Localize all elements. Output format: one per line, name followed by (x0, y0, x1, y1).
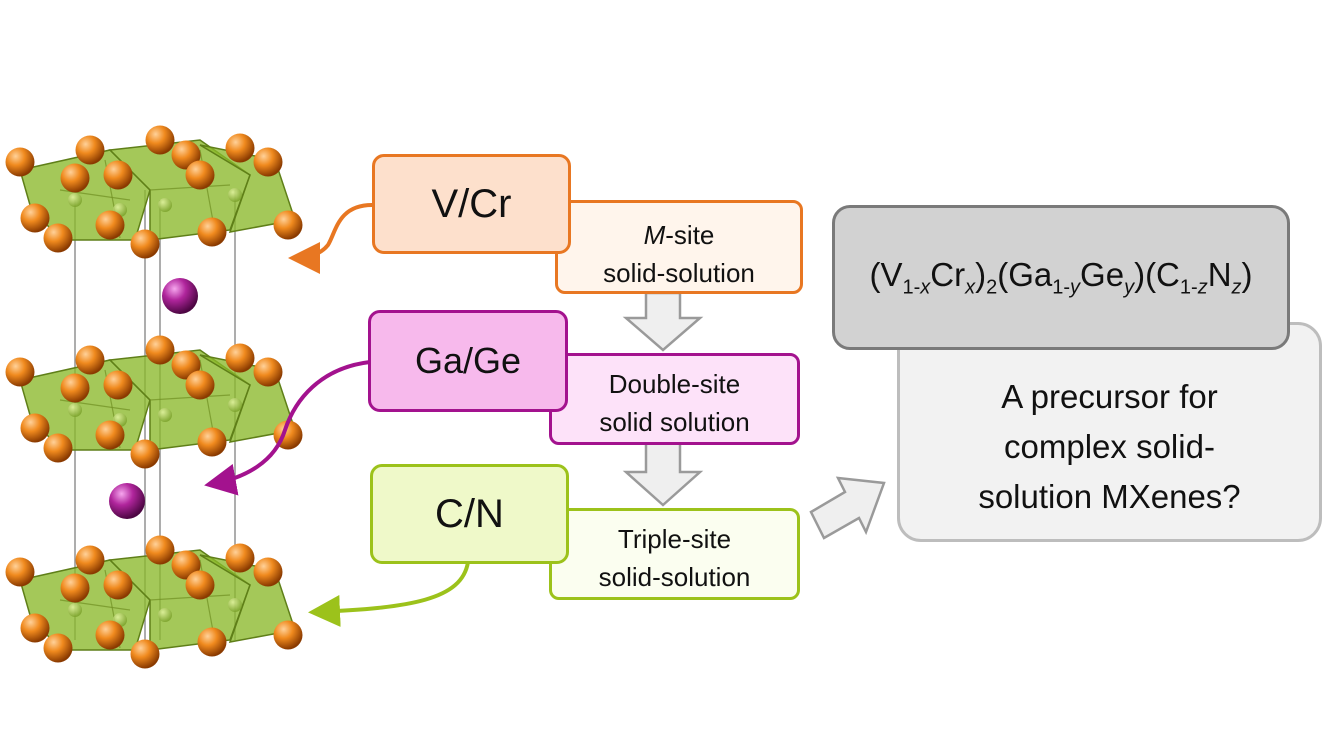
solution-box-m-site: M-site solid-solution (555, 200, 803, 294)
metal-atom (145, 125, 175, 155)
metal-atom (20, 413, 50, 443)
solution-line2-triple-site: solid-solution (598, 562, 751, 592)
metal-atom (103, 160, 133, 190)
element-box-cn: C/N (370, 464, 569, 564)
flow-arrow-down-2 (622, 441, 704, 507)
flow-arrow-right (809, 476, 886, 540)
metal-atom (5, 357, 35, 387)
metal-atom (145, 335, 175, 365)
metal-atom (5, 147, 35, 177)
metal-atom (145, 535, 175, 565)
solution-line2-double-site: solid solution (599, 407, 750, 437)
arrow-vcr-to-m-layer (288, 203, 373, 274)
a-site-atom-1 (162, 278, 198, 314)
question-line-1: A precursor for (1001, 378, 1218, 415)
metal-atom (20, 613, 50, 643)
carbon-atom (158, 408, 172, 422)
crystal-layer-2 (5, 335, 303, 469)
metal-atom (197, 427, 227, 457)
metal-atom (197, 217, 227, 247)
metal-atom (103, 570, 133, 600)
crystal-layer-3 (5, 535, 303, 669)
metal-atom (185, 160, 215, 190)
metal-atom (185, 570, 215, 600)
metal-atom (253, 357, 283, 387)
metal-atom (273, 620, 303, 650)
metal-atom (225, 133, 255, 163)
metal-atom (103, 370, 133, 400)
element-box-gage: Ga/Ge (368, 310, 568, 412)
arrow-cn-to-x-layer (308, 561, 470, 627)
solution-box-double-site: Double-site solid solution (549, 353, 800, 445)
metal-atom (95, 420, 125, 450)
metal-atom (60, 373, 90, 403)
metal-atom (253, 147, 283, 177)
metal-atom (75, 545, 105, 575)
question-line-3: solution MXenes? (978, 478, 1241, 515)
metal-atom (185, 370, 215, 400)
element-label-vcr: V/Cr (431, 181, 512, 226)
metal-atom (75, 345, 105, 375)
a-site-atom-2 (109, 483, 145, 519)
element-box-vcr: V/Cr (372, 154, 571, 254)
arrow-gage-to-a-layer (204, 360, 371, 496)
solution-line2-m-site: solid-solution (603, 258, 755, 288)
metal-atom (60, 573, 90, 603)
carbon-atom (68, 603, 82, 617)
question-line-2: complex solid- (1004, 428, 1215, 465)
question-box: A precursor for complex solid- solution … (897, 322, 1322, 542)
metal-atom (225, 343, 255, 373)
solution-box-triple-site: Triple-site solid-solution (549, 508, 800, 600)
metal-atom (130, 229, 160, 259)
element-label-cn: C/N (435, 491, 504, 536)
solution-line1-triple-site: Triple-site (617, 524, 732, 554)
carbon-atom (228, 398, 242, 412)
metal-atom (253, 557, 283, 587)
crystal-layer-1 (5, 125, 303, 259)
formula-box: (V1-xCrx)2(Ga1-yGey)(C1-zNz) (832, 205, 1290, 350)
metal-atom (95, 620, 125, 650)
metal-atom (5, 557, 35, 587)
metal-atom (197, 627, 227, 657)
element-label-gage: Ga/Ge (414, 340, 522, 381)
carbon-atom (68, 403, 82, 417)
metal-atom (75, 135, 105, 165)
metal-atom (130, 439, 160, 469)
carbon-atom (68, 193, 82, 207)
metal-atom (43, 223, 73, 253)
solution-line1-m-site: M-site (643, 220, 715, 250)
metal-atom (43, 433, 73, 463)
solution-line1-double-site: Double-site (608, 369, 741, 399)
metal-atom (60, 163, 90, 193)
carbon-atom (158, 608, 172, 622)
carbon-atom (158, 198, 172, 212)
carbon-atom (228, 188, 242, 202)
metal-atom (273, 210, 303, 240)
metal-atom (43, 633, 73, 663)
formula-text: (V1-xCrx)2(Ga1-yGey)(C1-zNz) (869, 255, 1253, 299)
flow-arrow-down-1 (622, 291, 704, 352)
metal-atom (130, 639, 160, 669)
metal-atom (95, 210, 125, 240)
metal-atom (20, 203, 50, 233)
carbon-atom (228, 598, 242, 612)
metal-atom (225, 543, 255, 573)
